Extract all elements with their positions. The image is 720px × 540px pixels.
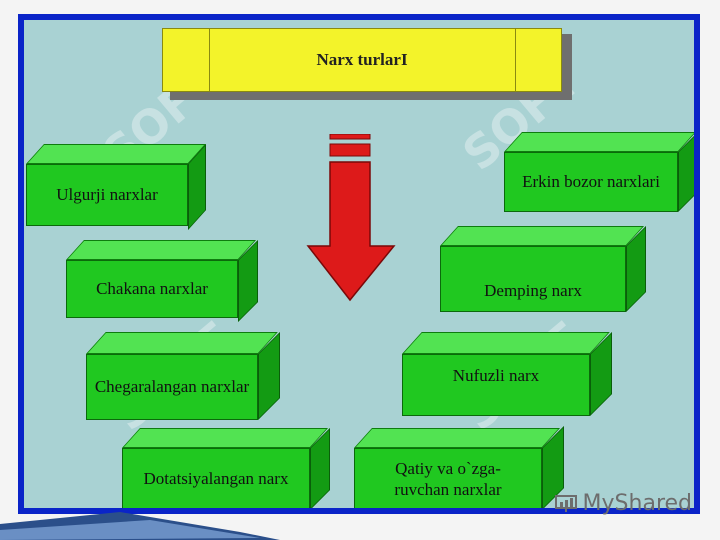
down-arrow-icon: [306, 134, 396, 302]
corner-decoration: [0, 512, 280, 540]
box-qatiy: Qatiy va o`zga-ruvchan narxlar: [354, 426, 564, 508]
box-top: [504, 132, 694, 152]
box-label: Qatiy va o`zga-ruvchan narxlar: [354, 448, 542, 508]
box-ulgurji: Ulgurji narxlar: [26, 144, 207, 230]
title-box: Narx turlarI: [162, 28, 562, 92]
box-top: [440, 226, 645, 246]
box-chegaralangan: Chegaralangan narxlar: [86, 332, 280, 424]
box-erkin: Erkin bozor narxlari: [504, 132, 694, 216]
box-nufuzli: Nufuzli narx: [402, 332, 612, 418]
title-banner: Narx turlarI: [162, 28, 572, 100]
myshared-logo: MyShared: [554, 491, 692, 516]
box-label: Chegaralangan narxlar: [86, 354, 258, 420]
box-label: Erkin bozor narxlari: [504, 152, 678, 212]
title-divider: [515, 29, 516, 91]
box-label: Nufuzli narx: [402, 354, 590, 416]
slide-frame: SOFT SOFT SOFT SOFT Narx turlarI Ulgurji…: [18, 14, 700, 514]
box-top: [354, 428, 561, 448]
slideshow-icon: [554, 494, 577, 512]
slide-canvas: SOFT SOFT SOFT SOFT Narx turlarI Ulgurji…: [24, 20, 694, 508]
box-label: Demping narx: [440, 246, 626, 312]
box-label: Chakana narxlar: [66, 260, 238, 318]
box-chakana: Chakana narxlar: [66, 240, 258, 322]
title-divider: [209, 29, 210, 91]
diagram-title: Narx turlarI: [316, 50, 408, 69]
box-top: [86, 332, 278, 354]
brand-text: MyShared: [582, 491, 692, 516]
box-dotatsiyalangan: Dotatsiyalangan narx: [122, 428, 330, 508]
box-top: [122, 428, 329, 448]
box-label: Ulgurji narxlar: [26, 164, 188, 226]
box-top: [66, 240, 257, 260]
box-top: [402, 332, 610, 354]
box-top: [26, 144, 207, 164]
box-demping: Demping narx: [440, 226, 646, 316]
box-label: Dotatsiyalangan narx: [122, 448, 310, 508]
